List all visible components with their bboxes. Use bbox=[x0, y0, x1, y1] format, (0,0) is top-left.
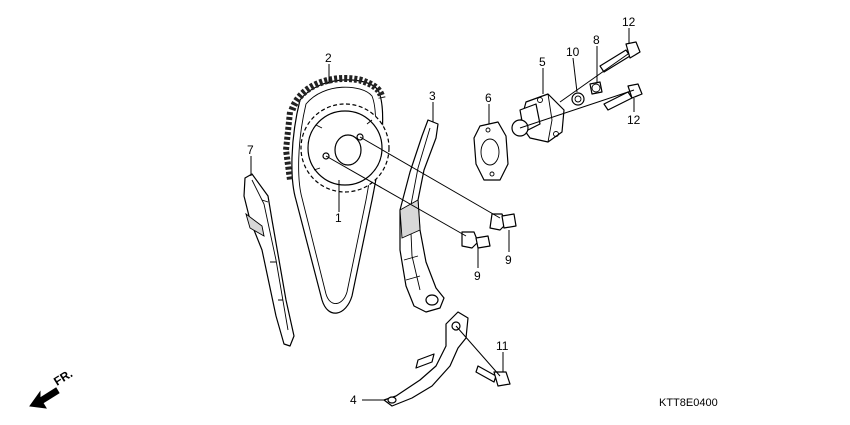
tensioner-gasket[interactable] bbox=[473, 121, 509, 181]
callout-12-lower: 12 bbox=[627, 113, 641, 127]
callout-3: 3 bbox=[429, 89, 436, 103]
diagram-code: KTT8E0400 bbox=[659, 397, 718, 409]
front-direction-indicator: FR. bbox=[29, 366, 75, 409]
callout-6: 6 bbox=[485, 91, 492, 105]
callout-10: 10 bbox=[566, 45, 580, 59]
stopper-plate-bolt[interactable] bbox=[475, 365, 511, 387]
callout-12-upper: 12 bbox=[622, 15, 636, 29]
callout-9-upper: 9 bbox=[505, 253, 512, 267]
sealing-washer[interactable] bbox=[571, 92, 585, 106]
sealing-bolt[interactable] bbox=[589, 81, 603, 95]
callout-9-lower: 9 bbox=[474, 269, 481, 283]
direction-label: FR. bbox=[51, 366, 75, 388]
stopper-plate[interactable] bbox=[383, 311, 469, 407]
callout-labels: 1 2 3 4 5 6 7 8 9 9 10 11 12 12 bbox=[247, 15, 641, 407]
callout-1: 1 bbox=[335, 211, 342, 225]
assembly-lines bbox=[325, 53, 635, 377]
cam-chain-tensioner-arm[interactable] bbox=[399, 119, 445, 313]
callout-4: 4 bbox=[350, 393, 357, 407]
flange-bolt-lower[interactable] bbox=[603, 83, 643, 111]
callout-5: 5 bbox=[539, 55, 546, 69]
sprocket-bolt-b[interactable] bbox=[489, 213, 517, 231]
cam-chain-guide[interactable] bbox=[243, 173, 295, 347]
flange-bolt-upper[interactable] bbox=[599, 41, 641, 73]
callout-2: 2 bbox=[325, 51, 332, 65]
direction-arrow-icon bbox=[29, 387, 60, 409]
callout-7: 7 bbox=[247, 143, 254, 157]
callout-8: 8 bbox=[593, 33, 600, 47]
cam-chain-tensioner-lifter[interactable] bbox=[511, 93, 565, 143]
leader-lines bbox=[250, 28, 635, 401]
callout-11: 11 bbox=[496, 339, 509, 353]
sprocket-bolt-a[interactable] bbox=[461, 231, 491, 249]
cam-chain[interactable] bbox=[282, 75, 386, 314]
cam-sprocket[interactable] bbox=[300, 103, 390, 193]
